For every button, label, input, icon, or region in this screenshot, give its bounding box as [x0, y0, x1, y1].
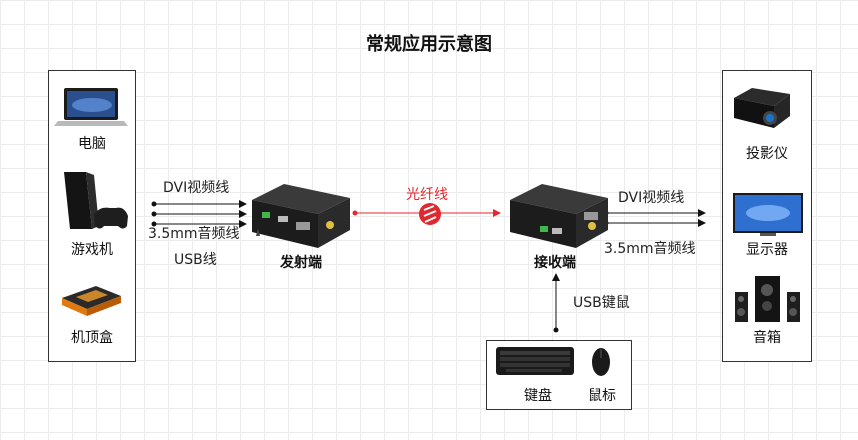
- receiver-label: 接收端: [534, 255, 576, 271]
- mouse-label: 鼠标: [588, 388, 616, 404]
- left-link-label-dvi: DVI视频线: [163, 180, 230, 196]
- source-label-set-top-box: 机顶盒: [71, 330, 113, 346]
- laptop-icon: [54, 88, 128, 126]
- source-label-game-console: 游戏机: [71, 242, 113, 258]
- source-label-computer: 电脑: [78, 136, 106, 152]
- right-link-label-dvi: DVI视频线: [618, 190, 685, 206]
- mouse-icon: [592, 348, 610, 376]
- left-link-label-audio: 3.5mm音频线: [148, 226, 240, 242]
- diagram-title: 常规应用示意图: [366, 34, 492, 55]
- projector-icon: [734, 88, 790, 128]
- transmitter-label: 发射端: [280, 255, 322, 271]
- display-label-monitor: 显示器: [746, 242, 788, 258]
- keyboard-label: 键盘: [524, 388, 552, 404]
- monitor-icon: [733, 193, 803, 236]
- right-link-label-audio: 3.5mm音频线: [604, 241, 696, 257]
- display-label-projector: 投影仪: [746, 146, 788, 162]
- game-console-icon: [64, 172, 128, 229]
- fiber-label: 光纤线: [406, 187, 448, 203]
- usb-kvm-line: [552, 273, 560, 333]
- set-top-box-icon: [62, 286, 121, 316]
- usb-kvm-label: USB键鼠: [573, 295, 630, 311]
- left-link-label-usb: USB线: [174, 252, 217, 268]
- speaker-icon: [735, 276, 800, 322]
- keyboard-icon: [496, 347, 574, 375]
- display-label-speaker: 音箱: [753, 330, 781, 346]
- left-cable-lines: [151, 200, 247, 228]
